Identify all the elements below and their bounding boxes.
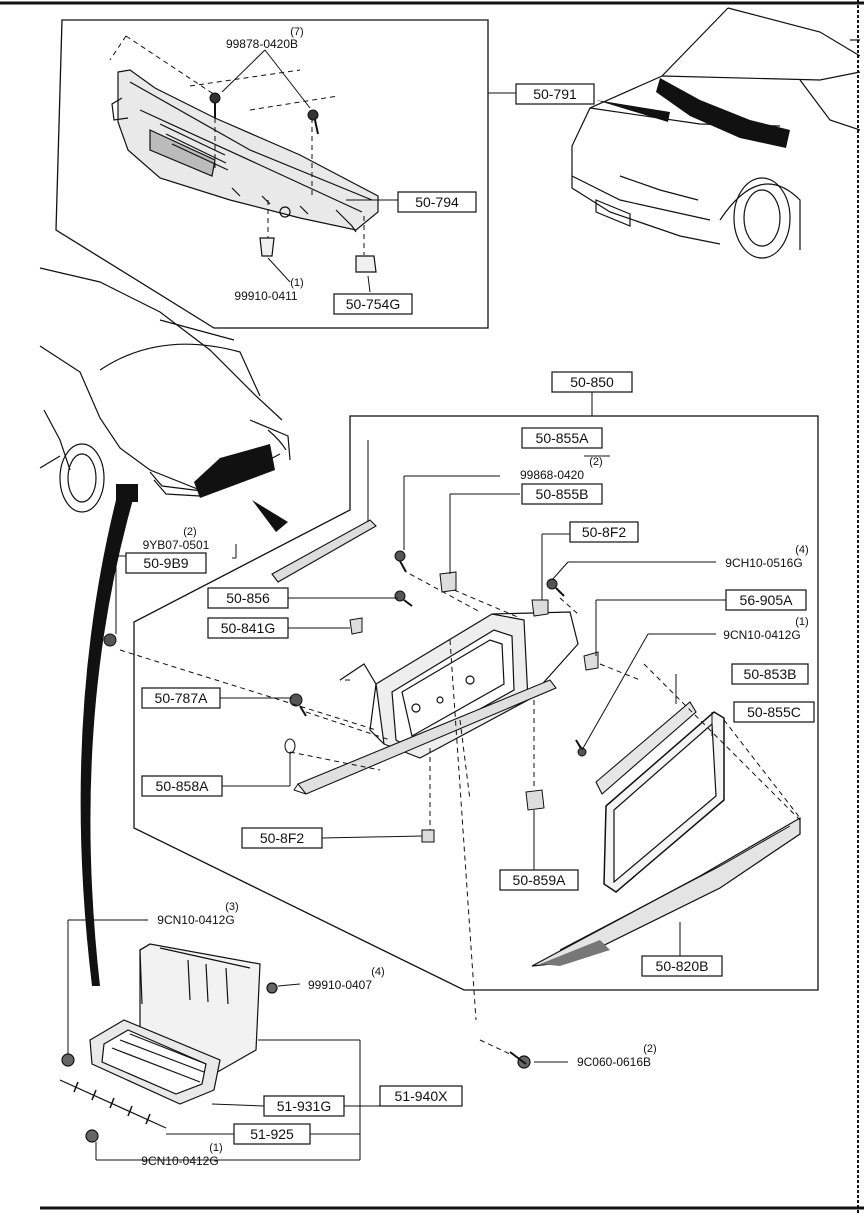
callout-50-9b9: 50-9B9: [143, 555, 188, 571]
cowl-highlight-bar: [656, 78, 790, 148]
callout-50-8f2-bottom: 50-8F2: [260, 830, 305, 846]
part-number-texts: 99878-0420B 99910-0411 99868-0420 9YB07-…: [141, 37, 802, 1168]
qty-9cn10-c: (1): [209, 1142, 222, 1154]
pn-9ch10-0516g: 9CH10-0516G: [725, 556, 802, 570]
mounting-bar-end: [293, 783, 307, 795]
screw-icon: [209, 92, 319, 135]
callout-50-850: 50-850: [570, 374, 614, 390]
seal-strip: [595, 701, 697, 795]
callout-50-855b: 50-855B: [536, 486, 589, 502]
pn-9c060-0616b: 9C060-0616B: [577, 1055, 651, 1069]
callout-50-754g: 50-754G: [346, 296, 400, 312]
qty-99910-0411: (1): [290, 277, 303, 289]
pn-99868-0420: 99868-0420: [520, 468, 584, 482]
callout-50-858a: 50-858A: [156, 778, 210, 794]
callout-50-791: 50-791: [533, 86, 577, 102]
pn-9cn10-0412g-a: 9CN10-0412G: [723, 628, 800, 642]
pn-9cn10-0412g-c: 9CN10-0412G: [141, 1154, 218, 1168]
qty-99868: (2): [589, 456, 602, 468]
duct-pointer-arrow: [80, 492, 134, 986]
rear-highlight-bar: [194, 444, 275, 498]
qty-9yb07: (2): [183, 526, 196, 538]
clip-icon: [259, 237, 377, 273]
duct-clip-row: [73, 1081, 151, 1125]
callout-51-925: 51-925: [250, 1126, 294, 1142]
grille-panel-frame: [133, 415, 819, 991]
pn-99878-0420b: 99878-0420B: [226, 37, 298, 51]
callout-50-8f2-top: 50-8F2: [582, 524, 627, 540]
lower-garnish-shade: [540, 940, 610, 966]
callout-boxes: [125, 83, 815, 1145]
qty-9cn10-a: (1): [795, 616, 808, 628]
dashed-lines-bottom: [449, 639, 511, 1055]
leader-lines-bottom: [67, 919, 568, 1161]
quantity-texts: (7) (1) (2) (2) (4) (1) (3) (4) (2) (1): [183, 26, 808, 1154]
mounting-bar: [297, 679, 557, 795]
callout-50-859a: 50-859A: [513, 872, 567, 888]
rear-pointer-wedge: [252, 500, 288, 532]
qty-9c060: (2): [643, 1043, 656, 1055]
callout-50-794: 50-794: [415, 194, 459, 210]
callout-50-853b: 50-853B: [744, 666, 797, 682]
garnish-strip: [271, 519, 377, 583]
rear-car-sketch: [39, 267, 291, 513]
callout-50-841g: 50-841G: [221, 620, 275, 636]
callout-texts: 50-791 50-794 50-754G 50-850 50-855A 50-…: [143, 86, 800, 1142]
qty-9cn10-b: (3): [225, 901, 238, 913]
qty-99910-0407: (4): [371, 966, 384, 978]
leader-lines-top: [221, 49, 516, 293]
duct-drawing: [59, 943, 531, 1143]
callout-50-855a: 50-855A: [536, 430, 590, 446]
fastener-icons: [103, 550, 599, 843]
leader-lines-main: [115, 388, 726, 956]
pn-99910-0411: 99910-0411: [234, 289, 297, 303]
lower-garnish-line: [559, 825, 791, 951]
pn-99910-0407: 99910-0407: [308, 978, 372, 992]
qty-9ch10: (4): [795, 544, 808, 556]
grille-frame-inner: [613, 722, 717, 884]
cowl-panel-frame: [55, 19, 489, 329]
callout-51-931g: 51-931G: [277, 1098, 331, 1114]
cowl-pointer-wedge: [596, 100, 670, 122]
dashed-lines-main: [119, 573, 801, 830]
callout-51-940x: 51-940X: [395, 1088, 449, 1104]
callout-50-820b: 50-820B: [656, 958, 709, 974]
vent-block-icon: [116, 484, 138, 502]
callout-56-905a: 56-905A: [740, 592, 794, 608]
cowl-grille-drawing: [111, 69, 379, 233]
callout-50-856: 50-856: [226, 590, 270, 606]
callout-50-787a: 50-787A: [155, 690, 209, 706]
callout-50-855c: 50-855C: [747, 704, 801, 720]
qty-99878: (7): [290, 26, 303, 38]
pn-9yb07-0501: 9YB07-0501: [143, 538, 210, 552]
pn-9cn10-0412g-b: 9CN10-0412G: [157, 913, 234, 927]
front-car-sketch: [571, 7, 861, 259]
